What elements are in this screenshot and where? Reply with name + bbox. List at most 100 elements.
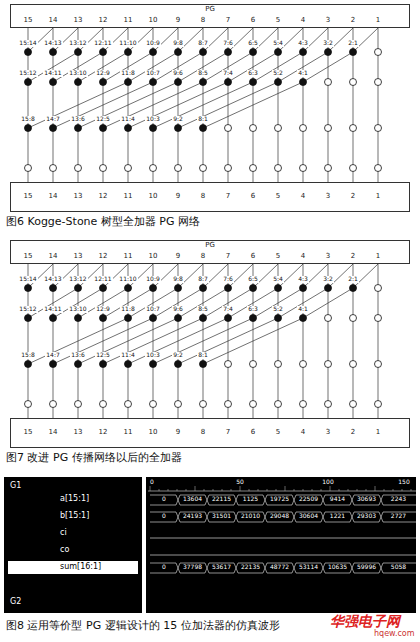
node-label: 9:6 bbox=[172, 70, 184, 77]
bit-number: 4 bbox=[301, 17, 305, 25]
bus-wave bbox=[379, 495, 383, 505]
bit-number: 11 bbox=[124, 17, 133, 25]
buffer-cell bbox=[325, 401, 332, 408]
watermark: 华强电子网 bbox=[330, 614, 400, 629]
node-label: 12:9 bbox=[95, 70, 110, 77]
pg-cell bbox=[25, 49, 32, 56]
bus-wave bbox=[238, 522, 263, 523]
bus-wave bbox=[209, 522, 234, 523]
bus-wave bbox=[234, 512, 238, 522]
pg-cell bbox=[25, 285, 32, 292]
node-label: 8:1 bbox=[197, 116, 209, 123]
node-label: 8:5 bbox=[197, 70, 209, 77]
bit-number: 1 bbox=[376, 193, 380, 201]
pg-cell bbox=[50, 361, 57, 368]
bus-value: 13604 bbox=[183, 496, 202, 503]
pg-label: PG bbox=[205, 242, 215, 250]
bus-wave bbox=[267, 522, 292, 523]
bus-value: 9414 bbox=[330, 496, 345, 503]
carry-wire bbox=[53, 288, 103, 318]
buffer-cell bbox=[350, 165, 357, 172]
pg-cell bbox=[275, 49, 282, 56]
buffer-cell bbox=[225, 165, 232, 172]
buffer-cell bbox=[350, 125, 357, 132]
bus-wave bbox=[176, 563, 180, 573]
bus-wave bbox=[263, 563, 267, 573]
bus-wave bbox=[354, 505, 379, 506]
bus-wave bbox=[350, 563, 354, 573]
pg-cell bbox=[125, 125, 132, 132]
bus-value: 2727 bbox=[391, 513, 406, 520]
pg-cell bbox=[125, 285, 132, 292]
node-label: 3:2 bbox=[322, 276, 334, 283]
buffer-cell bbox=[375, 165, 382, 172]
bus-wave bbox=[292, 563, 296, 573]
bit-number: 13 bbox=[74, 429, 83, 437]
ruler-tick bbox=[240, 486, 241, 491]
node-label: 2:1 bbox=[347, 276, 359, 283]
bus-wave bbox=[321, 563, 325, 573]
pg-cell bbox=[250, 285, 257, 292]
bit-number: 5 bbox=[276, 429, 280, 437]
node-label: 12:11 bbox=[93, 40, 112, 47]
buffer-cell bbox=[175, 401, 182, 408]
buffer-cell bbox=[275, 401, 282, 408]
ruler-tick bbox=[402, 489, 403, 491]
node-label: 14:7 bbox=[45, 116, 60, 123]
bit-number: 12 bbox=[99, 253, 108, 261]
bit-number: 14 bbox=[49, 193, 58, 201]
bus-wave bbox=[263, 495, 267, 505]
bit-number: 12 bbox=[99, 193, 108, 201]
node-label: 7:4 bbox=[222, 70, 234, 77]
bus-wave bbox=[209, 505, 234, 506]
pg-cell bbox=[75, 315, 82, 322]
bit-number: 2 bbox=[351, 429, 355, 437]
bus-wave bbox=[383, 522, 416, 523]
buffer-cell bbox=[300, 401, 307, 408]
pg-label: PG bbox=[205, 6, 215, 14]
node-label: 13:6 bbox=[70, 116, 85, 123]
bus-wave bbox=[263, 512, 267, 522]
ruler-tick bbox=[411, 489, 412, 491]
bus-wave bbox=[205, 495, 209, 505]
node-label: 13:12 bbox=[68, 276, 87, 283]
node-label: 4:1 bbox=[297, 306, 309, 313]
pg-cell bbox=[300, 79, 307, 86]
buffer-cell bbox=[375, 361, 382, 368]
bus-value: 48772 bbox=[270, 564, 289, 571]
bus-wave bbox=[263, 563, 267, 573]
bus-value: 59996 bbox=[357, 564, 376, 571]
bus-value: 29048 bbox=[270, 513, 289, 520]
bit-number: 8 bbox=[201, 253, 205, 261]
bit-number: 11 bbox=[124, 429, 133, 437]
buffer-cell bbox=[75, 401, 82, 408]
buffer-cell bbox=[250, 165, 257, 172]
pg-cell bbox=[225, 49, 232, 56]
pg-cell bbox=[150, 79, 157, 86]
bit-number: 7 bbox=[226, 17, 230, 25]
node-label: 4:3 bbox=[297, 276, 309, 283]
signal-highlight bbox=[8, 561, 138, 574]
node-label: 6:5 bbox=[247, 276, 259, 283]
node-label: 14:11 bbox=[43, 306, 62, 313]
carry-wire bbox=[253, 288, 303, 318]
node-label: 10:9 bbox=[145, 40, 160, 47]
carry-wire bbox=[128, 288, 178, 318]
bus-wave bbox=[234, 495, 238, 505]
bit-number: 1 bbox=[376, 253, 380, 261]
buffer-cell bbox=[225, 125, 232, 132]
bus-wave bbox=[180, 505, 205, 506]
carry-wire bbox=[28, 318, 128, 364]
bus-wave bbox=[350, 495, 354, 505]
bus-wave bbox=[150, 505, 176, 506]
pg-cell bbox=[150, 125, 157, 132]
bit-number: 9 bbox=[176, 193, 180, 201]
node-label: 8:5 bbox=[197, 306, 209, 313]
bus-value: 0 bbox=[162, 496, 166, 503]
carry-wire bbox=[128, 52, 178, 82]
buffer-cell bbox=[250, 401, 257, 408]
buffer-cell bbox=[375, 285, 382, 292]
ruler-tick bbox=[249, 489, 250, 491]
bus-wave bbox=[263, 495, 267, 505]
ruler-tick bbox=[159, 489, 160, 491]
